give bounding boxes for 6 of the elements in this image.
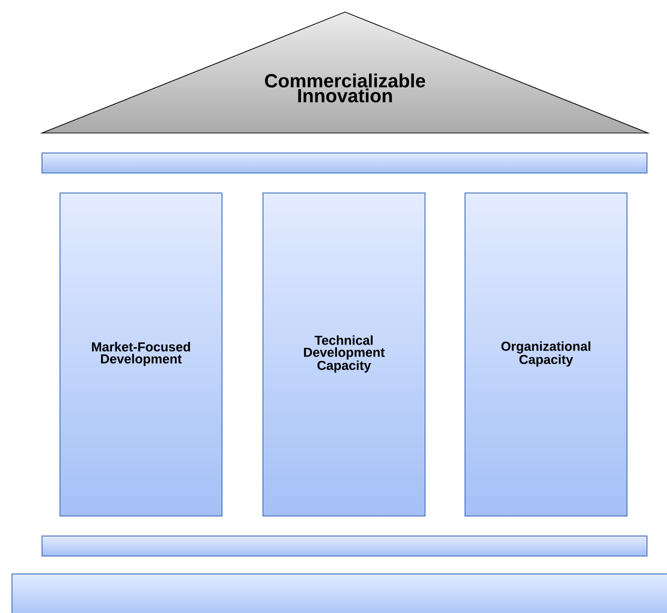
bar (42, 152, 648, 174)
pillar-box: Organizational Capacity (464, 192, 628, 516)
bar (12, 573, 667, 613)
pillar-box: Market-Focused Development (60, 192, 222, 516)
pillar-box: Technical Development Capacity (262, 192, 426, 516)
bar (42, 535, 648, 556)
